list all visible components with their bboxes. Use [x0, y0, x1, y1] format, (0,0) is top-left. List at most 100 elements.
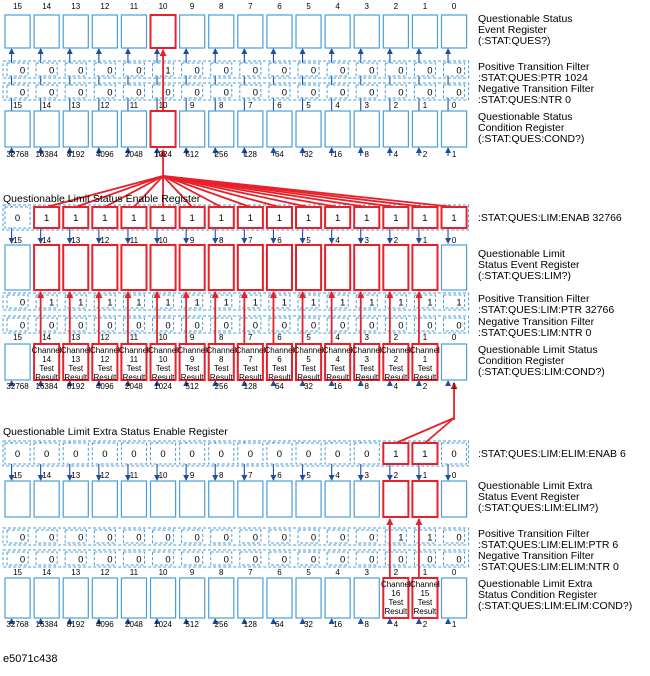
lim-ntr-bit: 0 [107, 321, 112, 332]
elim-cond-cell [208, 577, 235, 619]
bit-number: 8 [219, 2, 224, 11]
lim-event-cell [411, 244, 439, 291]
lim-enable-bit: 1 [393, 213, 398, 224]
ques-ntr-bit: 0 [340, 88, 345, 99]
elim-event-cell [91, 480, 119, 518]
elim-cond-cell [120, 577, 148, 619]
cell-word: Result [414, 607, 437, 616]
bit-number: 13 [71, 568, 80, 577]
lim-ptr-bit: 1 [311, 298, 316, 309]
elim-cond-label: (:STAT:QUES:LIM:ELIM:COND?) [478, 600, 632, 612]
elim-ntr-cell [355, 551, 378, 566]
elim-ntr-bit: 0 [456, 555, 461, 566]
ques-ntr-bit: 0 [282, 88, 287, 99]
elim-ptr-cell [64, 529, 87, 544]
cell-word: Channel [410, 346, 440, 355]
ques-ntr-bit: 0 [165, 88, 170, 99]
elim-enable-bit: 0 [335, 449, 340, 460]
bit-number: 4 [335, 2, 340, 11]
elim-ntr-cell [443, 551, 466, 566]
lim-cond-label: Condition Register [478, 355, 565, 367]
elim-ntr-bit: 0 [398, 555, 403, 566]
elim-enable-bit: 0 [277, 449, 282, 460]
bit-number: 12 [100, 333, 109, 342]
ques-ptr-bit: 0 [369, 66, 374, 77]
elim-ptr-cell [239, 529, 262, 544]
elim-ntr-cell [268, 551, 291, 566]
figure-id: e5071c438 [3, 653, 58, 665]
elim-enable-bit: 0 [131, 449, 136, 460]
bit-weight: 8 [365, 620, 370, 629]
lim-event-label: Questionable Limit [478, 248, 565, 260]
cell-word: Result [268, 373, 291, 382]
lim-ntr-bit: 0 [78, 321, 83, 332]
lim-ptr-cell [443, 294, 466, 309]
bit-weight: 2048 [125, 150, 143, 159]
elim-ntr-bit: 0 [340, 555, 345, 566]
ques-ntr-cell [239, 84, 262, 99]
elim-ntr-bit: 0 [107, 555, 112, 566]
bit-number: 6 [277, 101, 282, 110]
bit-number: 10 [159, 471, 168, 480]
ques-ptr-cell [384, 62, 407, 77]
lim-ptr-bit: 1 [78, 298, 83, 309]
channel-test-result-cell [178, 343, 206, 381]
lim-event-bit-highlight [236, 244, 264, 291]
bit-weight: 32 [304, 150, 313, 159]
bit-number: 15 [13, 333, 22, 342]
bit-number: 7 [248, 568, 253, 577]
lim-event-bit-highlight [382, 244, 410, 291]
ques-ptr-cell [181, 62, 204, 77]
bit-number: 15 [13, 471, 22, 480]
elim-cond-cell [411, 577, 439, 619]
bit-weight: 8 [365, 382, 370, 391]
bit-number: 5 [306, 568, 311, 577]
bit-weight: 1024 [154, 620, 172, 629]
ques-ptr-frame [2, 60, 470, 79]
cell-word: Test [301, 364, 316, 373]
lim-enable-cell [4, 206, 31, 229]
ques-ntr-cell [355, 84, 378, 99]
lim-event-cell [237, 244, 264, 291]
ques-event-label: (:STAT:QUES?) [478, 35, 551, 47]
elim-ptr-bit: 0 [20, 533, 25, 544]
bit-weight: 32768 [6, 150, 29, 159]
elim-cond-cell [295, 577, 322, 619]
elim-enable-bit: 1 [422, 449, 427, 460]
bit-number: 8 [219, 101, 224, 110]
bit-weight: 16 [333, 382, 342, 391]
lim-ptr-bit: 1 [282, 298, 287, 309]
ques-ptr-cell [268, 62, 291, 77]
bit-number: 9 [190, 333, 195, 342]
ques-ptr-cell [122, 62, 146, 77]
channel-number: 3 [365, 355, 370, 364]
elim-enable-bit: 0 [15, 449, 20, 460]
lim-event-cell [179, 244, 206, 291]
elim-ptr-bit: 0 [78, 533, 83, 544]
elim-cond-cell [237, 577, 264, 619]
lim-ntr-frame [2, 315, 470, 334]
ques-event-cell [62, 14, 89, 49]
elim-ptr-bit: 0 [165, 533, 170, 544]
ques-ptr-cell [326, 62, 349, 77]
ques-cond-cell [411, 110, 439, 148]
cell-word: Result [94, 373, 117, 382]
elim-ntr-cell [239, 551, 262, 566]
elim-ptr-cell [355, 529, 378, 544]
bit-number: 12 [100, 236, 109, 245]
bit-number: 6 [277, 2, 282, 11]
channel-number: 6 [277, 355, 282, 364]
elim-cond-cell [353, 577, 380, 619]
cell-word: Result [355, 373, 378, 382]
ques-ptr-cell [6, 62, 29, 77]
bit-weight: 32768 [6, 382, 29, 391]
elim-enable-cell [382, 442, 410, 465]
cell-word: Channel [265, 346, 295, 355]
elim-cond-cell [324, 577, 351, 619]
lim-event-cell [33, 244, 60, 291]
lim-ptr-bit: 1 [398, 298, 403, 309]
cell-word: Test [418, 364, 433, 373]
cell-word: Result [210, 373, 233, 382]
elim-ntr-cell [122, 551, 146, 566]
ques-event-cell [266, 14, 293, 49]
